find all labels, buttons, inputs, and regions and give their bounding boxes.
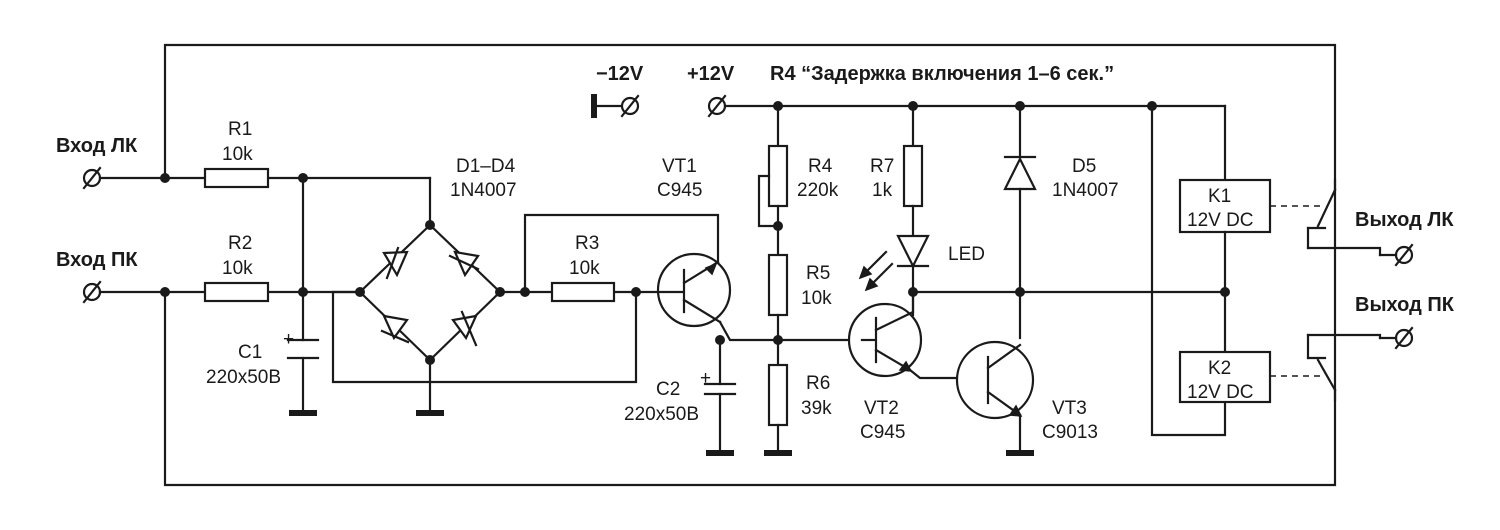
r7-resistor [902,104,924,238]
c2-plus-sign: + [700,368,711,389]
r1-value: 10k [222,144,253,165]
d5-ref: D5 [1072,156,1096,177]
k1-relay [1178,178,1272,354]
output-right-terminal[interactable] [1378,326,1414,350]
output-right-label: Выход ПК [1355,294,1455,316]
k1-value: 12V DC [1187,210,1254,231]
vt1-value: C945 [657,180,702,201]
r4-delay-note: R4 “Задержка включения 1–6 сек.” [770,63,1114,85]
input-left-label: Вход ЛК [56,135,138,157]
vt1-transistor [656,252,778,342]
r3-value: 10k [569,258,600,279]
r4-value: 220k [797,180,839,201]
vt1-ref: VT1 [662,156,697,177]
bridge-value: 1N4007 [450,180,517,201]
plus12-label: +12V [687,63,735,85]
collector-node-wire [911,290,1227,340]
c1-ref: C1 [238,342,262,363]
k1-contact [1270,178,1382,257]
r7-ref: R7 [870,156,894,177]
c1-value: 220x50B [206,367,281,388]
bridge-ref: D1–D4 [456,156,516,177]
r6-resistor [767,338,864,452]
r6-value: 39k [801,398,832,419]
vt3-ref: VT3 [1052,398,1087,419]
c2-value: 220x50B [624,404,699,425]
c1-capacitor [286,338,320,360]
input-right-terminal[interactable] [82,280,102,304]
r2-ref: R2 [228,233,252,254]
r1-resistor [203,167,270,189]
d5-diode [1003,104,1037,294]
r3-resistor [550,281,616,303]
input-left-terminal[interactable] [82,166,102,190]
vt2-value: C945 [860,422,905,443]
k2-relay [1178,350,1272,404]
diode-bridge [358,223,502,412]
led-ref: LED [948,244,985,265]
r5-resistor [767,253,789,367]
plus12-rail [723,104,1227,437]
junction-dots [160,101,1230,365]
r4-ref: R4 [808,156,833,177]
k1-ref: K1 [1208,186,1231,207]
input-right-label: Вход ПК [56,249,138,271]
k2-ref: K2 [1208,358,1231,379]
r5-value: 10k [801,288,832,309]
c1-plus-sign: + [283,329,294,350]
r2-value: 10k [222,258,253,279]
d5-value: 1N4007 [1052,180,1119,201]
r2-resistor [203,281,270,303]
k2-contact [1270,333,1382,402]
minus12-terminal[interactable] [620,94,640,118]
r6-ref: R6 [806,373,830,394]
output-left-label: Выход ЛК [1355,209,1454,231]
plus12-terminal[interactable] [707,94,727,118]
k2-value: 12V DC [1187,382,1254,403]
vt3-value: C9013 [1042,422,1098,443]
c2-ref: C2 [656,379,680,400]
minus12-label: −12V [596,63,644,85]
outer-frame-wire [163,43,1337,487]
r5-ref: R5 [806,263,830,284]
c2-capacitor [703,338,737,452]
output-left-terminal[interactable] [1378,243,1414,267]
r3-ref: R3 [575,233,599,254]
r1-ref: R1 [228,119,252,140]
vt3-transistor [955,340,1035,452]
r4-potentiometer [757,104,789,257]
r7-value: 1k [872,180,893,201]
led-icon [858,234,930,317]
vt2-ref: VT2 [864,398,899,419]
